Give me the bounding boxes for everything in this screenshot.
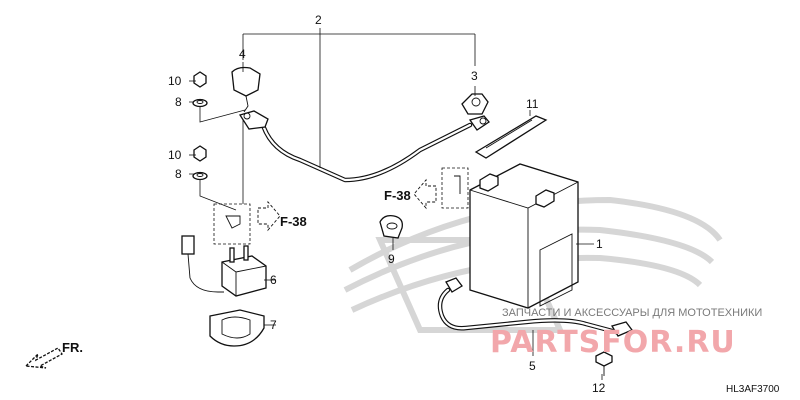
nut-10-lower — [193, 145, 207, 162]
battery-f38-callout — [413, 167, 469, 210]
callout-4: 4 — [239, 47, 246, 61]
relay-cover — [209, 309, 265, 347]
callout-8-lower: 8 — [175, 167, 182, 181]
watermark-text: ЗАПЧАСТИ И АКСЕССУАРЫ ДЛЯ МОТОТЕХНИКИ — [502, 307, 762, 319]
callout-9: 9 — [388, 252, 395, 266]
ref-f38-relay: F-38 — [280, 214, 307, 229]
callout-6: 6 — [270, 273, 277, 287]
bolt-12 — [595, 351, 613, 376]
nut-10-upper — [193, 71, 207, 88]
direction-label: FR. — [62, 340, 83, 355]
ref-f38-battery: F-38 — [384, 188, 411, 203]
diagram-code: HL3AF3700 — [726, 384, 780, 395]
callout-12: 12 — [592, 381, 606, 395]
callout-1: 1 — [596, 237, 603, 251]
terminal-cover-3 — [461, 93, 489, 115]
battery — [469, 163, 579, 309]
starter-relay — [181, 235, 267, 297]
leader-lines — [189, 28, 603, 380]
callout-8-upper: 8 — [175, 95, 182, 109]
callout-3: 3 — [471, 69, 478, 83]
callout-5: 5 — [529, 359, 536, 373]
callout-7: 7 — [270, 318, 277, 332]
battery-cable — [238, 110, 490, 183]
callout-2: 2 — [315, 13, 322, 27]
watermark-logo: PARTSFOR.RU — [490, 325, 736, 360]
callout-10-lower: 10 — [168, 148, 182, 162]
callout-10-upper: 10 — [168, 74, 182, 88]
callout-11: 11 — [526, 97, 539, 111]
clamp-9 — [379, 214, 403, 239]
battery-band — [474, 115, 548, 159]
washer-8-lower — [192, 171, 208, 181]
washer-8-upper — [192, 98, 208, 108]
relay-f38-box — [213, 200, 281, 245]
negative-cable — [437, 277, 634, 337]
front-direction-arrow: FR. — [24, 340, 83, 369]
terminal-cover-4 — [231, 66, 261, 113]
